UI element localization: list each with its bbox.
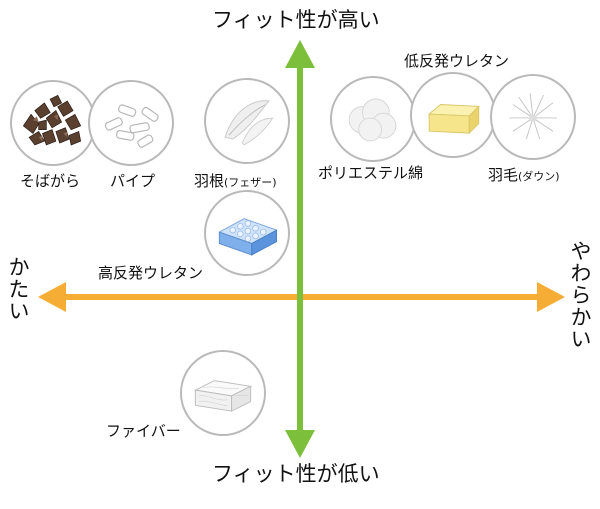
feather-icon: [204, 78, 290, 164]
axis-label-low-fit: フィット性が低い: [212, 462, 380, 486]
down-feather-icon: [490, 74, 576, 160]
axis-label-soft: やわらかい: [568, 240, 592, 350]
label-umo: 羽毛: [488, 166, 519, 184]
left-arrowhead: [38, 282, 66, 312]
label-down: 羽毛(ダウン): [488, 166, 560, 186]
foam-block-icon: [410, 72, 496, 158]
axis-label-high-fit: フィット性が高い: [212, 8, 380, 32]
label-polyester: ポリエステル綿: [318, 164, 424, 182]
up-arrowhead: [285, 40, 315, 68]
pipe-pieces-icon: [88, 80, 174, 166]
axis-label-hard: かたい: [6, 256, 30, 322]
label-hane-feather: 羽根(フェザー): [194, 172, 277, 192]
label-pipe: パイプ: [110, 172, 156, 190]
label-sobagara: そばがら: [20, 172, 81, 190]
label-high-rebound-urethane: 高反発ウレタン: [98, 264, 204, 282]
label-low-rebound-urethane: 低反発ウレタン: [404, 52, 510, 70]
label-down-suffix: (ダウン): [518, 170, 560, 183]
cotton-wool-icon: [330, 76, 416, 162]
label-hane-suffix: (フェザー): [224, 176, 277, 189]
down-arrowhead: [285, 430, 315, 458]
label-hane: 羽根: [194, 172, 225, 190]
label-fiber: ファイバー: [106, 422, 181, 440]
fiber-block-icon: [180, 350, 266, 436]
egg-crate-foam-icon: [204, 190, 290, 276]
buckwheat-hulls-icon: [10, 80, 96, 166]
right-arrowhead: [537, 282, 565, 312]
